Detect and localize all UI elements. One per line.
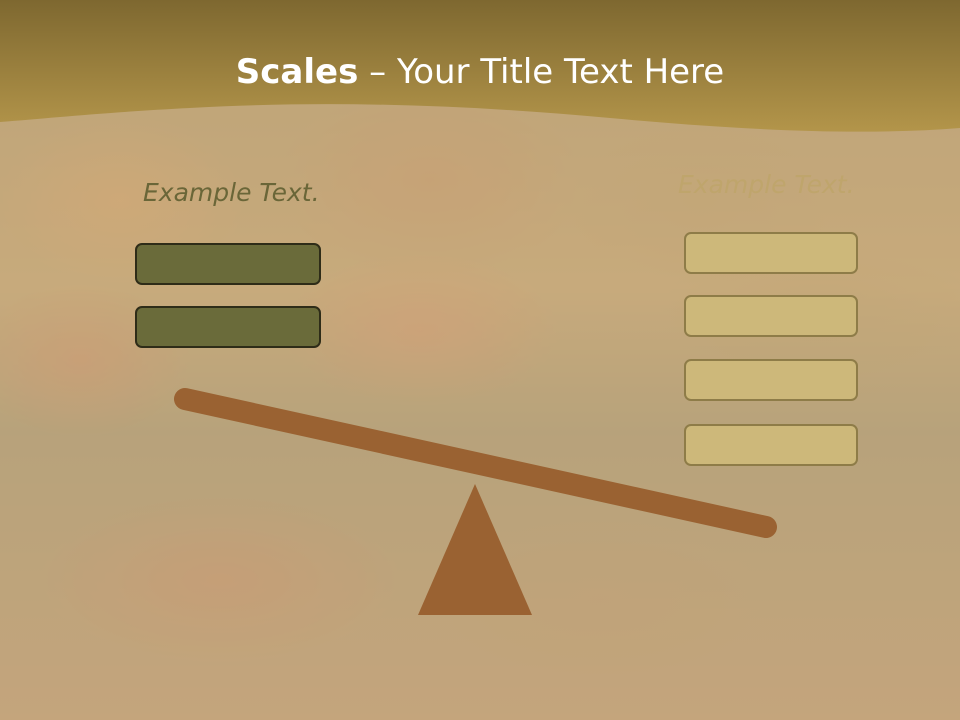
left-example-text: Example Text. — [143, 178, 320, 207]
left-box-2 — [135, 306, 321, 348]
scale-beam — [174, 388, 777, 538]
right-box-2 — [684, 295, 858, 337]
right-example-text: Example Text. — [678, 170, 855, 199]
slide-title: Scales – Your Title Text Here — [0, 52, 960, 92]
right-box-3 — [684, 359, 858, 401]
right-box-1 — [684, 232, 858, 274]
right-box-4 — [684, 424, 858, 466]
left-box-1 — [135, 243, 321, 285]
title-bold: Scales — [235, 52, 359, 92]
title-rest: – Your Title Text Here — [358, 52, 725, 92]
header-banner — [0, 0, 960, 132]
scale-fulcrum — [418, 484, 532, 615]
